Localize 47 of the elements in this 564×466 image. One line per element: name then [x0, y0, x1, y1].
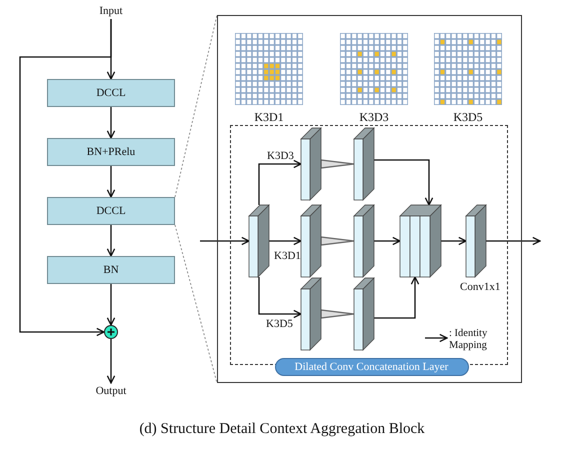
arrow — [106, 107, 116, 139]
detail-panel — [217, 15, 522, 383]
arrow — [106, 339, 116, 384]
feature-map-slab — [354, 278, 374, 350]
arrow — [258, 160, 302, 205]
kernel-label: K3D3 — [358, 111, 390, 124]
kernel-label: K3D1 — [253, 111, 285, 124]
receptive-field-cone — [320, 309, 355, 319]
feature-map-slab — [354, 128, 374, 200]
sum-node — [104, 325, 118, 339]
arrow — [106, 225, 116, 257]
edge-label: K3D3 — [267, 150, 294, 162]
arrow — [269, 236, 302, 246]
process-box: BN+PRelu — [47, 138, 175, 166]
arrow — [19, 19, 112, 336]
edge-label: K3D5 — [266, 318, 293, 330]
arrow — [374, 236, 401, 246]
edge-label: K3D1 — [274, 250, 301, 262]
arrow — [374, 159, 434, 206]
arrow — [486, 236, 541, 246]
arrow — [374, 276, 420, 319]
feature-map-slab — [300, 204, 320, 276]
feature-map-slab — [248, 204, 268, 276]
zoom-guide-line — [174, 224, 218, 384]
process-box: BN — [47, 256, 175, 284]
process-box: DCCL — [47, 79, 175, 107]
feature-map-slab — [466, 204, 486, 276]
feature-map-slab — [354, 204, 374, 276]
zoom-guide-line — [174, 14, 218, 198]
feature-map-slab — [300, 128, 320, 200]
arrow — [200, 236, 250, 246]
feature-map-slab — [300, 278, 320, 350]
process-box: DCCL — [47, 197, 175, 225]
io-label: Output — [86, 383, 136, 399]
arrow — [441, 236, 467, 246]
feature-map-slab — [400, 204, 440, 276]
kernel-label: K3D5 — [452, 111, 484, 124]
receptive-field-cone — [320, 159, 355, 169]
io-label: Input — [90, 3, 132, 19]
arrow — [258, 277, 302, 318]
arrow — [106, 284, 116, 326]
layer-title-badge: Dilated Conv Concatenation Layer — [274, 358, 468, 376]
caption: (d) Structure Detail Context Aggregation Block — [138, 421, 426, 438]
layer-caption: Conv1x1 — [460, 281, 500, 294]
receptive-field-cone — [320, 236, 355, 246]
legend-label: : Identity Mapping — [449, 328, 488, 352]
arrow — [106, 166, 116, 198]
